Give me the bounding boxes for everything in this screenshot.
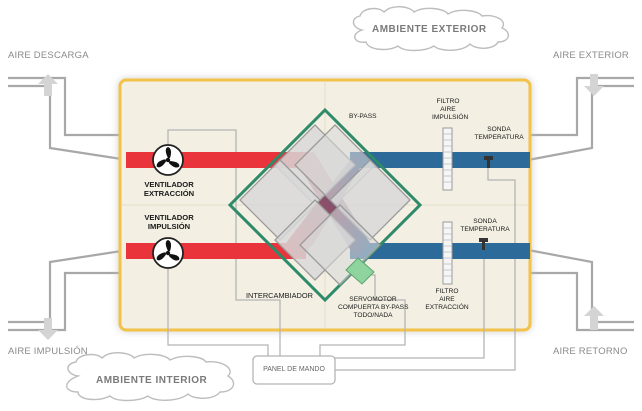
temperature-probe-icon	[479, 238, 488, 250]
arrow-up-icon	[584, 306, 604, 330]
temperature-probe-icon	[484, 156, 493, 168]
arrow-down-icon	[584, 74, 604, 96]
control-panel-box	[252, 355, 336, 385]
label-aire-descarga: AIRE DESCARGA	[8, 50, 89, 61]
fan-impulsion-icon	[152, 237, 184, 269]
label-filtro-impulsion: FILTRO AIRE IMPULSIÓN	[432, 98, 469, 121]
arrow-down-icon	[38, 318, 58, 340]
label-sonda-top: SONDA TEMPERATURA	[474, 126, 524, 141]
label-panel-de-mando: PANEL DE MANDO	[263, 366, 325, 373]
arrow-up-icon	[38, 74, 58, 96]
servomotor-icon	[345, 257, 375, 285]
filter-impulsion-icon	[442, 127, 453, 191]
label-bypass: BY-PASS	[349, 113, 377, 120]
cloud-exterior-label: AMBIENTE EXTERIOR	[372, 24, 487, 35]
left-duct-outline	[8, 76, 130, 332]
label-filtro-extraccion: FILTRO AIRE EXTRACCIÓN	[425, 288, 469, 311]
right-duct-outline	[527, 76, 634, 332]
label-ventilador-extraccion: VENTILADOR EXTRACCIÓN	[143, 180, 195, 199]
fan-extraccion-icon	[152, 144, 184, 176]
label-sonda-bottom: SONDA TEMPERATURA	[460, 218, 510, 233]
bypass-outline	[227, 107, 423, 303]
label-aire-retorno: AIRE RETORNO	[553, 346, 628, 357]
label-ventilador-impulsion: VENTILADOR IMPULSIÓN	[144, 213, 194, 232]
cloud-exterior-icon	[352, 6, 509, 52]
label-servomotor: SERVOMOTOR COMPUERTA BY-PASS TODO/NADA	[338, 296, 409, 319]
cloud-interior-icon	[66, 352, 235, 402]
label-aire-impulsion: AIRE IMPULSIÓN	[8, 346, 88, 357]
cloud-interior-label: AMBIENTE INTERIOR	[96, 375, 208, 386]
filter-extraccion-icon	[442, 221, 453, 285]
heat-exchanger	[239, 124, 411, 286]
label-intercambiador: INTERCAMBIADOR	[246, 291, 313, 300]
label-aire-exterior: AIRE EXTERIOR	[553, 50, 629, 61]
